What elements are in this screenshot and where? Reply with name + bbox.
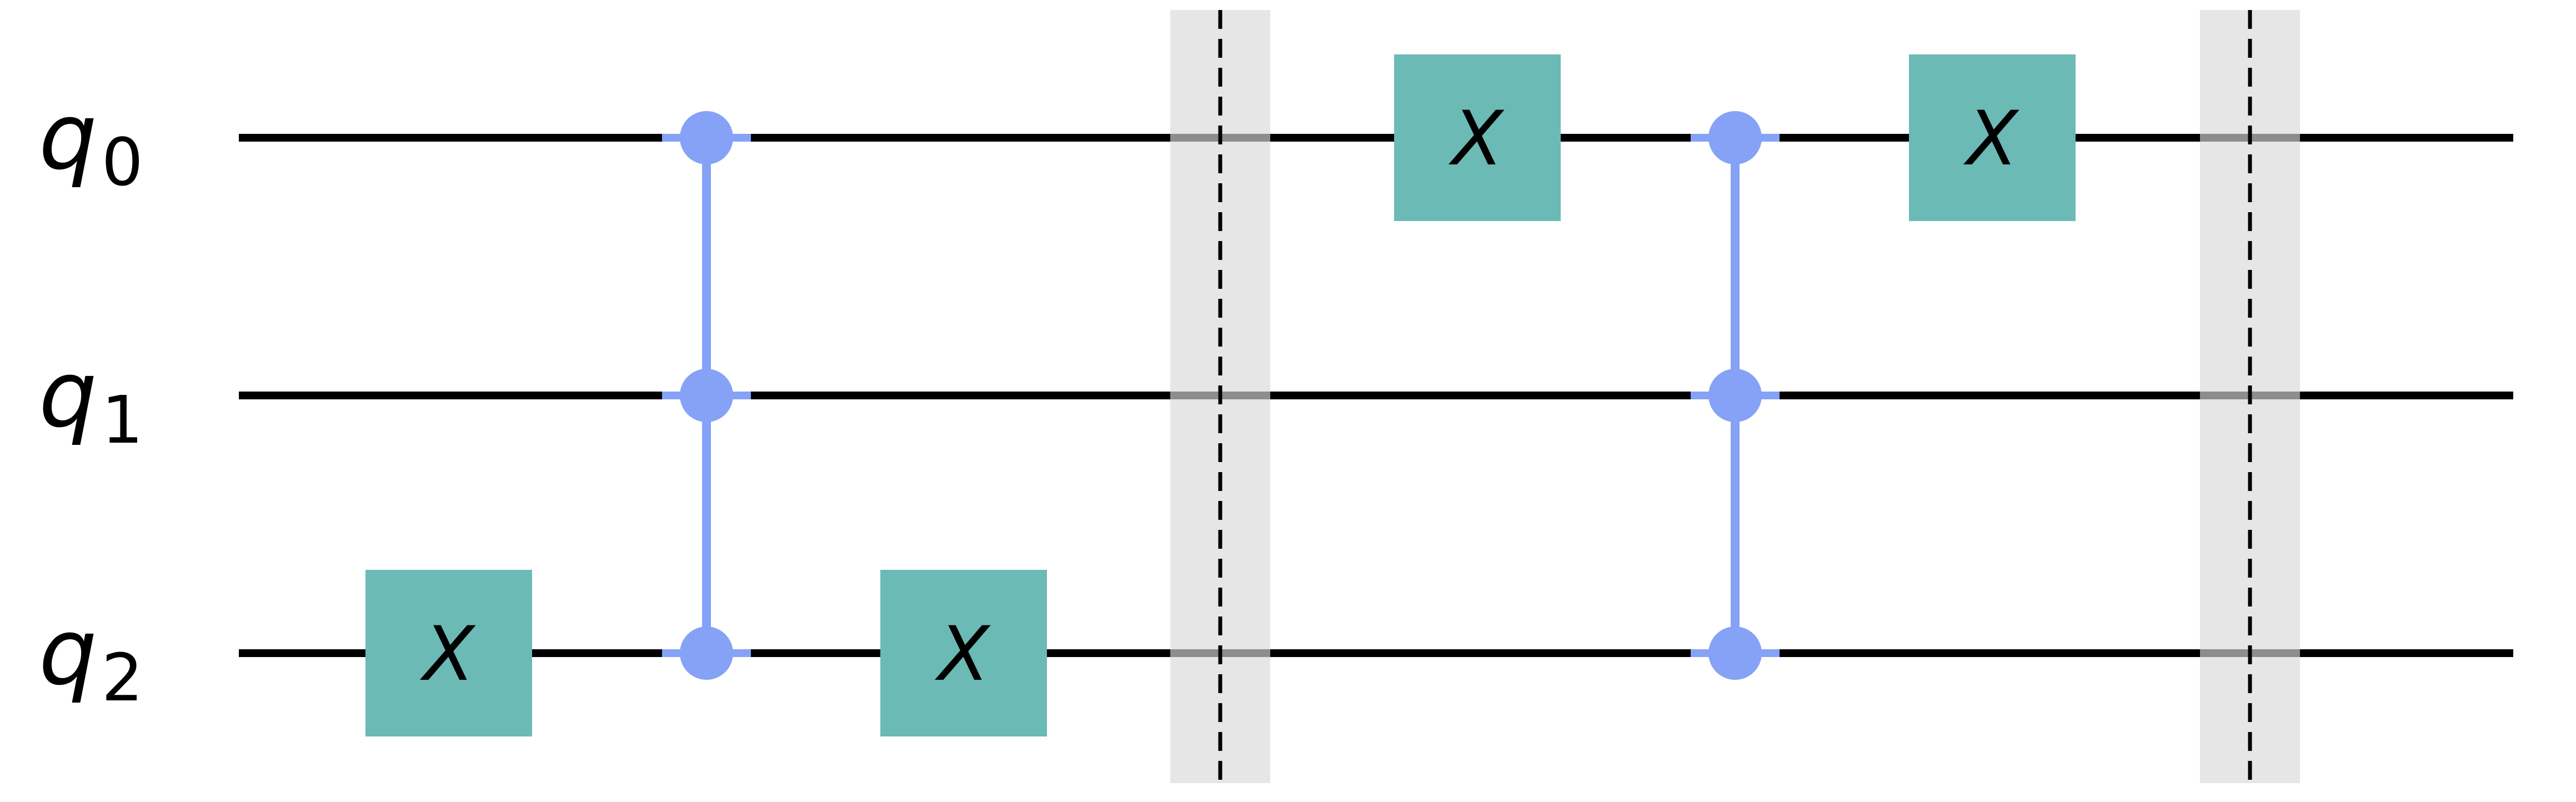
qubit-label-index: 2 xyxy=(102,639,143,716)
x-gate: X xyxy=(1394,54,1561,221)
gate-label: X xyxy=(1449,95,1505,182)
gate-label: X xyxy=(1963,95,2019,182)
gate-label: X xyxy=(420,610,476,698)
qubit-label-index: 1 xyxy=(102,382,143,458)
qubit-label-name: q xyxy=(39,599,97,705)
qubit-wires xyxy=(239,134,2513,657)
control-dot xyxy=(680,626,733,680)
x-gate: X xyxy=(880,570,1047,736)
gate-box xyxy=(880,570,1047,736)
control-dot xyxy=(1708,626,1762,680)
control-dot xyxy=(680,369,733,422)
gate-box xyxy=(365,570,532,736)
qubit-label-index: 0 xyxy=(102,124,143,200)
gate-box xyxy=(1909,54,2076,221)
control-dot xyxy=(1708,111,1762,164)
control-dot xyxy=(680,111,733,164)
barriers xyxy=(1170,10,2300,783)
qubit-label-1: q1 xyxy=(39,341,143,458)
x-gate: X xyxy=(365,570,532,736)
controlled-ops xyxy=(662,111,1780,680)
qubit-label-0: q0 xyxy=(39,83,143,200)
qubit-label-name: q xyxy=(39,83,97,190)
gate-label: X xyxy=(935,610,991,698)
x-gate: X xyxy=(1909,54,2076,221)
gates: X X X X xyxy=(365,54,2076,736)
control-dot xyxy=(1708,369,1762,422)
qubit-label-2: q2 xyxy=(39,599,143,716)
gate-box xyxy=(1394,54,1561,221)
qubit-label-name: q xyxy=(39,341,97,448)
